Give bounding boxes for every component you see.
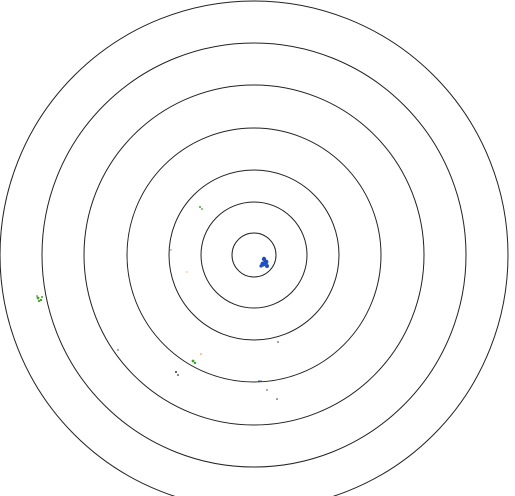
green-marker-cluster-2-point-2 (193, 361, 197, 365)
ring-4 (126, 127, 382, 383)
blue-marker-cluster-2 (170, 249, 262, 382)
dark-marker-cluster-point-2 (177, 374, 179, 376)
ring-6 (41, 42, 467, 468)
dark-marker-cluster-point-4 (117, 349, 119, 351)
green-marker-cluster-point-1 (36, 296, 40, 300)
dark-marker-cluster-point-5 (266, 389, 268, 391)
ring-3 (168, 169, 340, 341)
blue-marker-cluster-2-point-2 (260, 380, 262, 382)
green-marker-cluster-point-5 (36, 295, 38, 297)
dark-marker-cluster-point-7 (258, 380, 260, 382)
dark-marker-cluster (117, 341, 279, 400)
blue-marker-cluster-2-point-1 (170, 249, 172, 251)
green-marker-cluster (36, 295, 43, 303)
green-marker-cluster-point-4 (41, 296, 43, 298)
green-marker-cluster-2-point-1 (191, 359, 195, 363)
ring-2 (200, 201, 308, 309)
ring-5 (83, 84, 425, 426)
blue-marker-cluster-point-4 (265, 264, 269, 268)
dark-marker-cluster-point-6 (276, 398, 278, 400)
ring-1 (231, 232, 277, 278)
green-marker-cluster-3-point-2 (201, 208, 203, 210)
orange-marker-cluster-point-1 (200, 353, 202, 355)
dark-marker-cluster-point-1 (175, 371, 177, 373)
orange-marker-cluster-point-2 (186, 271, 188, 273)
green-marker-cluster-3-point-1 (199, 206, 201, 208)
blue-marker-cluster (259, 256, 269, 268)
dark-marker-cluster-point-3 (277, 341, 279, 343)
blue-marker-cluster-point-3 (261, 256, 267, 262)
orange-marker-cluster (186, 271, 202, 355)
blue-marker-cluster-point-5 (259, 264, 263, 268)
green-marker-cluster-point-2 (39, 298, 43, 302)
green-marker-cluster-3 (199, 206, 203, 210)
green-marker-cluster-point-3 (37, 299, 41, 303)
green-marker-cluster-2 (191, 359, 197, 365)
marks-layer (36, 206, 279, 400)
